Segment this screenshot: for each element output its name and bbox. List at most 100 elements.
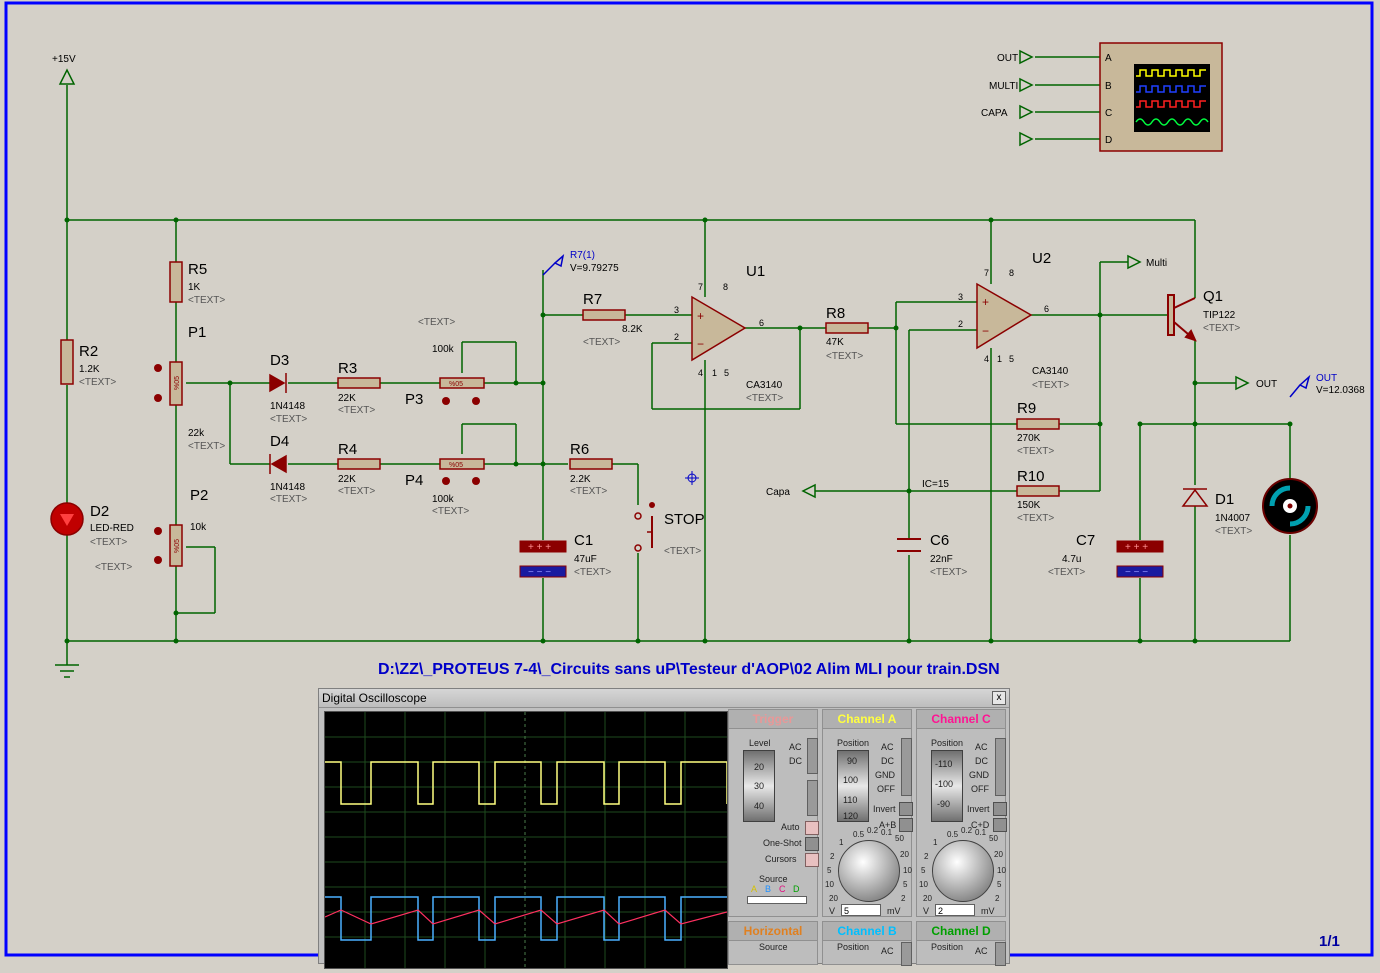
probe-out-value: V=12.0368 [1316,385,1365,396]
trigger-source-slider[interactable] [747,896,807,904]
channel-d-position-label: Position [931,942,964,952]
d2-text: <TEXT> [90,537,127,548]
close-icon[interactable]: x [992,691,1006,705]
stop-switch[interactable] [634,502,655,552]
svg-text:%05: %05 [449,381,463,388]
scope-input-out: OUT [997,53,1018,64]
p4-ref: P4 [405,472,423,489]
horizontal-source-label: Source [759,942,788,952]
power-terminal[interactable]: +15V [52,54,76,85]
d3-value: 1N4148 [270,401,305,412]
u2-pin6: 6 [1044,304,1049,314]
d1-text: <TEXT> [1215,526,1252,537]
probe-r7[interactable] [542,253,565,276]
channel-d-coupling-switch[interactable] [995,942,1006,966]
r10-ref: R10 [1017,468,1045,485]
r9-text: <TEXT> [1017,446,1054,457]
d2-ref: D2 [90,503,109,520]
p4-text: <TEXT> [432,506,469,517]
u1-pin8: 8 [723,282,728,292]
led-d2[interactable] [50,502,84,536]
scope-channel-c: C [1105,108,1112,119]
trigger-edge-switch[interactable] [807,780,818,816]
trace-channel-c [324,909,728,925]
transistor-q1[interactable] [1167,294,1197,342]
channel-a-position-drum[interactable]: 90 100 110 120 [837,750,869,822]
trigger-oneshot-button[interactable] [805,837,819,851]
channel-a-title: Channel A [823,710,911,729]
d2-value: LED-RED [90,523,134,534]
channel-a-math-button[interactable] [899,818,913,832]
d3-text: <TEXT> [270,414,307,425]
trigger-level-drum[interactable]: 20 30 40 [743,750,775,822]
channel-c-invert-button[interactable] [993,802,1007,816]
oscilloscope-symbol[interactable] [1099,42,1223,152]
r3-value: 22K [338,393,356,404]
c1-ref: C1 [574,532,593,549]
u1-pin7: 7 [698,282,703,292]
opamp-u2[interactable]: + − [976,282,1033,350]
p1-value: 22k [188,428,205,439]
channel-c-panel: Channel C Position -110 -100 -90 AC DC G… [916,709,1007,917]
channel-c-title: Channel C [917,710,1005,729]
u2-pin4: 4 [984,354,989,364]
u1-pin3: 3 [674,305,679,315]
r3-ref: R3 [338,360,357,377]
potentiometers[interactable] [154,361,485,567]
channel-c-coupling-switch[interactable] [995,738,1006,796]
p3-value: 100k [432,344,455,355]
junctions [64,217,1293,644]
opamp-u1[interactable]: + − [691,295,747,362]
q1-value: TIP122 [1203,310,1236,321]
stop-text: <TEXT> [664,546,701,557]
channel-c-volts-knob[interactable] [932,840,994,902]
ic-label: IC=15 [922,479,949,490]
r7-ref: R7 [583,291,602,308]
svg-text:−: − [697,337,704,351]
terminals[interactable] [801,49,1250,499]
trigger-oneshot-label: One-Shot [763,838,802,848]
p4-value: 100k [432,494,455,505]
trigger-panel: Trigger Level 20 30 40 AC DC Auto One-Sh… [728,709,819,917]
trigger-auto-button[interactable] [805,821,819,835]
channel-a-coupling-switch[interactable] [901,738,912,796]
d1-value: 1N4007 [1215,513,1250,524]
probe-out[interactable] [1289,374,1311,398]
u1-pin5: 5 [724,368,729,378]
trigger-title: Trigger [729,710,817,729]
c7-value: 4.7u [1062,554,1081,565]
floating-text: <TEXT> [418,317,455,328]
svg-text:− − −: − − − [1125,567,1148,578]
channel-a-scale-input[interactable]: 5 [841,904,881,916]
trigger-cursors-button[interactable] [805,853,819,867]
channel-c-position-drum[interactable]: -110 -100 -90 [931,750,963,822]
d3-ref: D3 [270,352,289,369]
oscilloscope-title: Digital Oscilloscope [322,691,427,705]
channel-b-coupling-switch[interactable] [901,942,912,966]
trigger-coupling-dc: DC [789,756,802,766]
r6-ref: R6 [570,441,589,458]
channel-c-math-button[interactable] [993,818,1007,832]
motor[interactable] [1262,478,1318,534]
horizontal-title: Horizontal [729,922,817,941]
capacitors: + + + − − − + + + − − − [519,538,1164,578]
trigger-coupling-switch[interactable] [807,738,818,774]
p2-ref: P2 [190,487,208,504]
svg-text:+ + +: + + + [528,542,551,553]
oscilloscope-window[interactable]: Digital Oscilloscope x Trigger Level 20 … [318,688,1010,969]
channel-c-scale-input[interactable]: 2 [935,904,975,916]
q1-text: <TEXT> [1203,323,1240,334]
scope-input-multi: MULTI [989,81,1018,92]
u1-pin1: 1 [712,368,717,378]
trigger-coupling-ac: AC [789,742,802,752]
r5-text: <TEXT> [188,295,225,306]
p2-value: 10k [190,522,207,533]
oscilloscope-titlebar[interactable]: Digital Oscilloscope x [319,689,1009,708]
channel-a-volts-knob[interactable] [838,840,900,902]
channel-a-invert-button[interactable] [899,802,913,816]
p1-ref: P1 [188,324,206,341]
supply-label: +15V [52,54,76,65]
channel-c-math-label: C+D [971,820,990,830]
svg-text:+: + [982,295,989,309]
diodes [269,373,1209,507]
